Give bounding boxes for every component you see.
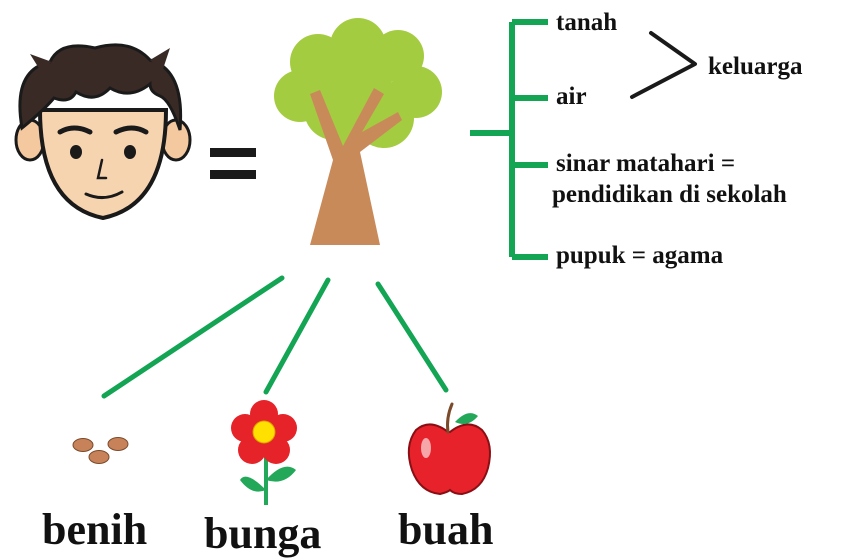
label-air: air (556, 83, 587, 110)
label-buah: buah (398, 505, 494, 554)
label-bunga: bunga (204, 509, 322, 558)
label-keluarga: keluarga (708, 53, 803, 80)
flower-icon (231, 400, 297, 505)
label-pendidikan: pendidikan di sekolah (552, 181, 787, 208)
boy-face-icon (14, 43, 192, 221)
keluarga-chevron-icon (630, 31, 697, 99)
label-pupuk: pupuk = agama (556, 242, 724, 269)
apple-icon (407, 402, 491, 496)
bottom-branches (101, 275, 449, 399)
equals-icon (210, 148, 256, 179)
seeds-icon (72, 437, 129, 464)
label-tanah: tanah (556, 9, 618, 36)
right-branch-bracket (470, 19, 548, 260)
label-benih: benih (42, 505, 148, 554)
label-sinar-matahari: sinar matahari = (556, 150, 736, 177)
tree-icon (274, 18, 442, 245)
